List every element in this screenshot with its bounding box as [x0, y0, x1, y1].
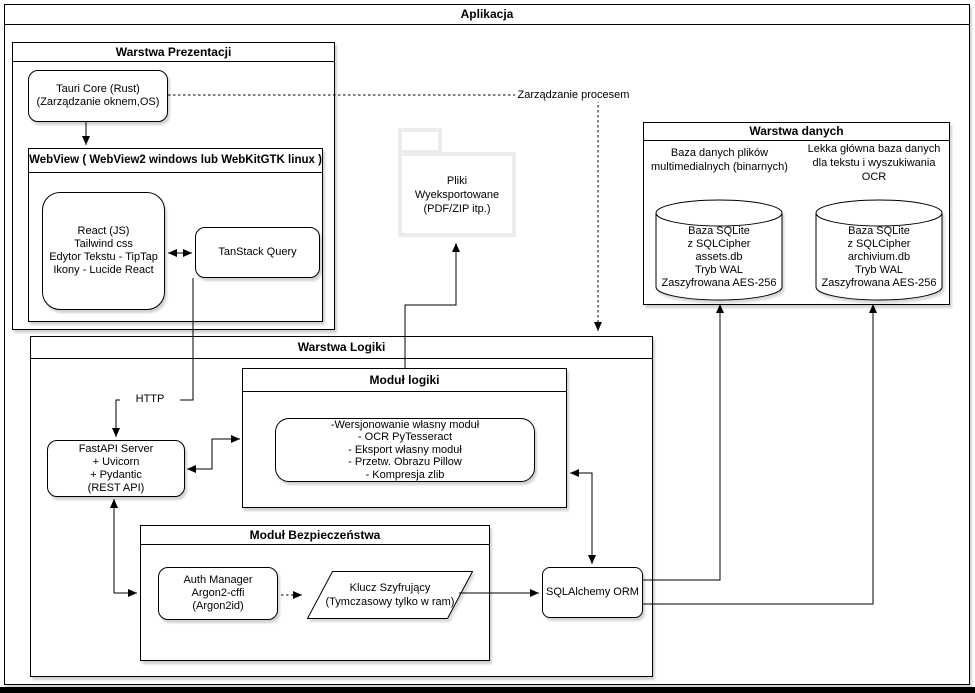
- presentation-layer-title: Warstwa Prezentacji: [13, 43, 334, 62]
- tanstack-query-node: TanStack Query: [195, 227, 320, 278]
- parallelogram-icon: [307, 571, 473, 619]
- media-db-caption: Baza danych plików multimedialnych (bina…: [651, 147, 788, 173]
- auth-manager-node: Auth Manager Argon2-cffi (Argon2id): [158, 567, 278, 620]
- media-db-label: Baza SQLite z SQLCipher assets.db Tryb W…: [661, 225, 777, 289]
- ocr-db-label: Baza SQLite z SQLCipher archivium.db Try…: [821, 225, 937, 289]
- ocr-db-caption: Lekka główna baza danych dla tekstu i wy…: [807, 143, 941, 183]
- exported-files-label: Pliki Wyeksportowane (PDF/ZIP itp.): [414, 174, 500, 215]
- database-cylinder-icon: [655, 199, 783, 301]
- fastapi-server-node: FastAPI Server + Uvicorn + Pydantic (RES…: [47, 440, 185, 497]
- react-stack-node: React (JS) Tailwind css Edytor Tekstu - …: [42, 192, 165, 310]
- process-management-label: Zarządzanie procesem: [515, 89, 632, 102]
- media-db-cylinder: Baza SQLite z SQLCipher assets.db Tryb W…: [655, 199, 783, 301]
- security-module-title: Moduł Bezpieczeństwa: [141, 526, 489, 545]
- tauri-core-node: Tauri Core (Rust) (Zarządzanie oknem,OS): [28, 70, 168, 122]
- logic-layer-title: Warstwa Logiki: [31, 337, 652, 359]
- encryption-key-node: Klucz Szyfrujący (Tymczasowy tylko w ram…: [307, 571, 473, 619]
- encryption-key-label: Klucz Szyfrujący (Tymczasowy tylko w ram…: [325, 582, 455, 608]
- folder-tab-icon: [398, 128, 442, 154]
- window-bottom-edge: [0, 687, 975, 693]
- webview-title: WebView ( WebView2 windows lub WebKitGTK…: [29, 149, 322, 173]
- logic-module-title: Moduł logiki: [243, 369, 566, 392]
- sqlalchemy-orm-node: SQLAlchemy ORM: [542, 567, 643, 618]
- app-title: Aplikacja: [5, 5, 969, 25]
- http-label: HTTP: [120, 393, 180, 406]
- database-cylinder-icon: [815, 199, 943, 301]
- logic-module-items-node: -Wersjonowanie własny moduł - OCR PyTess…: [275, 418, 535, 482]
- ocr-db-cylinder: Baza SQLite z SQLCipher archivium.db Try…: [815, 199, 943, 301]
- data-layer-title: Warstwa danych: [644, 123, 949, 141]
